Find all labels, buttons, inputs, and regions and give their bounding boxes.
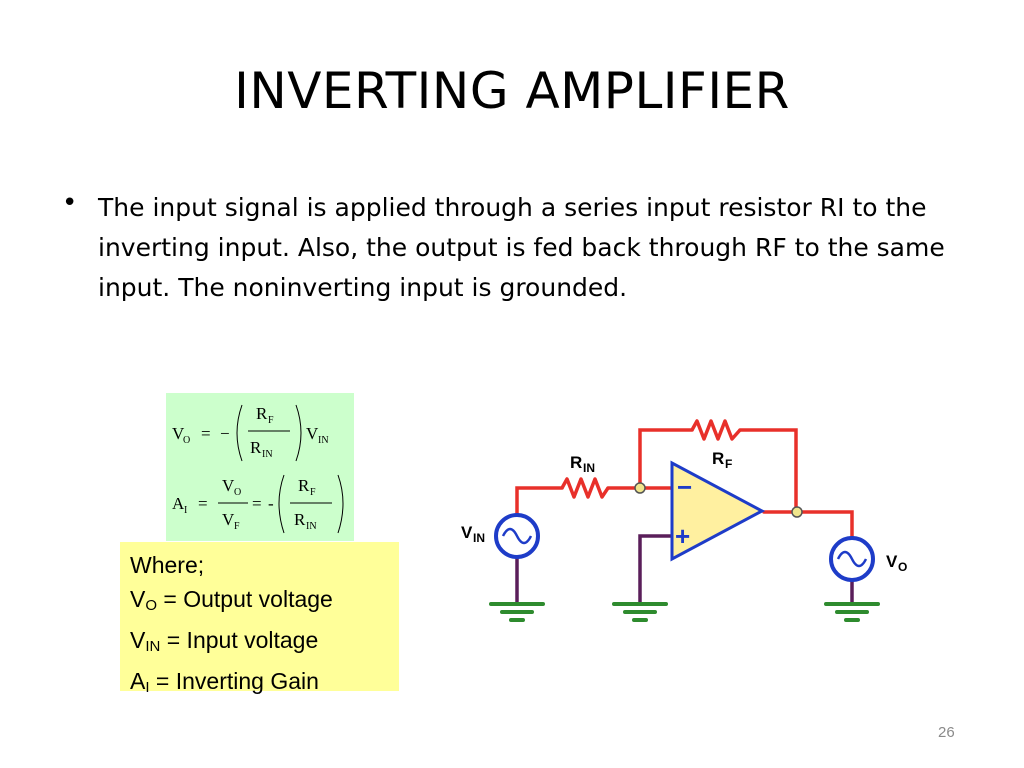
label-vo: V xyxy=(886,552,898,571)
formula-svg: V O = − R F R IN V IN A I = V O V F = - … xyxy=(172,404,344,534)
legend-sub: O xyxy=(145,597,158,614)
legend-sub: I xyxy=(145,679,150,696)
resistor-rin xyxy=(560,477,610,499)
formula2-vo-sub: O xyxy=(234,487,241,498)
formula1-rin: R xyxy=(250,438,262,457)
formula1-rf: R xyxy=(256,404,268,423)
label-vin: V xyxy=(461,523,473,542)
wire-output-to-vo xyxy=(762,510,854,540)
formula1-vin: V xyxy=(306,424,319,443)
formula2-vo: V xyxy=(222,476,235,495)
formula-box: V O = − R F R IN V IN A I = V O V F = - … xyxy=(166,393,354,541)
legend-item-vin: VIN = Input voltage xyxy=(130,623,399,664)
label-vin-sub: IN xyxy=(473,531,485,545)
legend-box: Where; VO = Output voltage VIN = Input v… xyxy=(120,542,399,696)
formula2-vf-sub: F xyxy=(234,521,240,532)
bullet-text: The input signal is applied through a se… xyxy=(98,193,945,302)
legend-desc: = Output voltage xyxy=(157,586,333,612)
formula2-lparen xyxy=(278,474,285,534)
formula2-eq1: = xyxy=(198,494,208,513)
vin-sine-wave-icon xyxy=(501,527,533,545)
label-rf-sub: F xyxy=(725,457,732,471)
wire-vin-to-rin xyxy=(515,486,564,517)
formula2-rin-sub: IN xyxy=(306,521,317,532)
formula1-minus: − xyxy=(220,424,230,443)
formula2-ai-sub: I xyxy=(184,505,187,516)
label-rin-sub: IN xyxy=(583,461,595,475)
formula2-rf-sub: F xyxy=(310,487,316,498)
formula2-rf: R xyxy=(298,476,310,495)
formula1-vo-sub: O xyxy=(183,435,190,446)
formula1-rparen xyxy=(295,404,302,462)
formula2-rin: R xyxy=(294,510,306,529)
formula2-eq2: = xyxy=(252,494,262,513)
legend-desc: = Inverting Gain xyxy=(149,668,319,694)
legend-sym: V xyxy=(130,586,146,612)
legend-sym: A xyxy=(130,668,146,694)
wire-plus-ground xyxy=(638,534,672,602)
page-number: 26 xyxy=(938,724,955,741)
ground-vo-icon xyxy=(824,602,880,622)
formula2-ai: A xyxy=(172,494,185,513)
legend-sym: V xyxy=(130,627,146,653)
formula1-vin-sub: IN xyxy=(318,435,329,446)
formula2-rparen xyxy=(337,474,344,534)
slide-title: INVERTING AMPLIFIER xyxy=(234,62,790,120)
formula1-eq: = xyxy=(201,424,211,443)
formula1-vo: V xyxy=(172,424,185,443)
bullet-dot-icon: • xyxy=(62,188,78,218)
legend-item-ai: AI = Inverting Gain xyxy=(130,664,399,705)
formula2-vf: V xyxy=(222,510,235,529)
vo-sine-wave-icon xyxy=(836,550,868,568)
node-output xyxy=(791,506,803,518)
node-inverting xyxy=(634,482,646,494)
formula2-neg: - xyxy=(268,494,274,513)
resistor-rf xyxy=(690,419,742,441)
opamp-plus-sign: + xyxy=(675,521,690,551)
opamp-minus-sign: − xyxy=(677,472,692,502)
label-rf: R xyxy=(712,449,724,468)
circuit-diagram: − + R IN R F V IN V O xyxy=(461,419,907,622)
formula1-lparen xyxy=(236,404,243,462)
legend-sub: IN xyxy=(145,638,161,655)
label-vo-sub: O xyxy=(898,560,907,574)
formula1-rin-sub: IN xyxy=(262,449,273,460)
legend-item-vo: VO = Output voltage xyxy=(130,582,399,623)
wire-feedback-left xyxy=(638,428,694,489)
label-rin: R xyxy=(570,453,582,472)
legend-desc: = Input voltage xyxy=(160,627,319,653)
ground-vin-icon xyxy=(489,602,545,622)
wire-feedback-right xyxy=(738,428,798,513)
formula1-rf-sub: F xyxy=(268,415,274,426)
ground-plus-icon xyxy=(612,602,668,622)
legend-heading: Where; xyxy=(130,552,205,578)
opamp-triangle xyxy=(670,460,766,562)
